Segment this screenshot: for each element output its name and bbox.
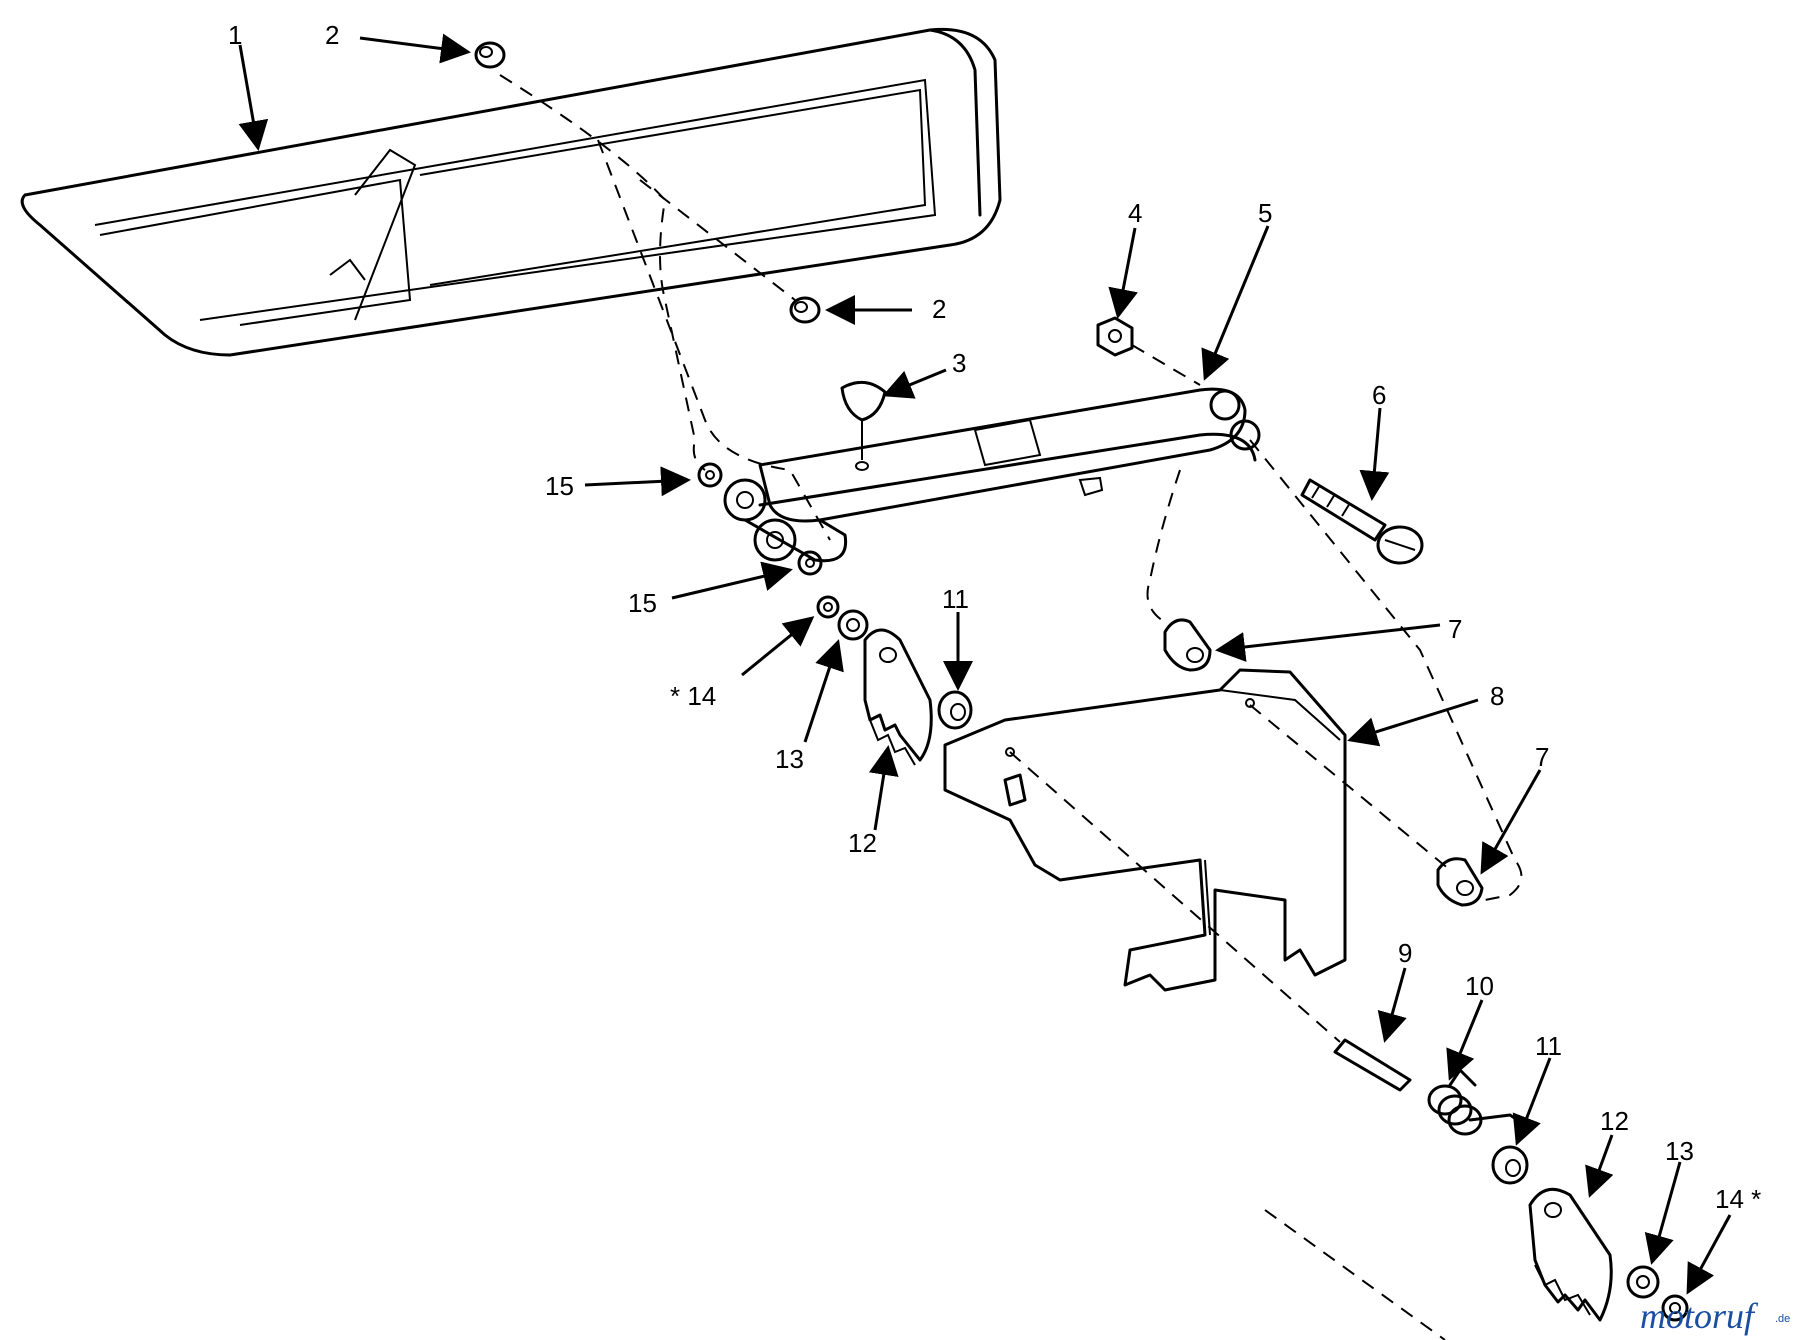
- e-ring-part-15b: [797, 550, 823, 576]
- label-part-14b: 14 *: [1715, 1184, 1761, 1214]
- label-part-14a: * 14: [670, 681, 716, 711]
- label-part-7b: 7: [1535, 742, 1549, 772]
- assembly-lines: [499, 74, 1523, 1340]
- spacer-part-7a: [1163, 618, 1212, 672]
- label-part-13b: 13: [1665, 1136, 1694, 1166]
- e-ring-part-14b: [1661, 1294, 1689, 1322]
- label-part-9: 9: [1398, 938, 1412, 968]
- washer-part-13b: [1626, 1265, 1660, 1299]
- support-arm-part-5: [723, 387, 1261, 563]
- pin-part-9: [1333, 1038, 1412, 1092]
- label-part-5: 5: [1258, 198, 1272, 228]
- spring-part-10: [1427, 1068, 1527, 1136]
- washer-part-13a: [837, 609, 869, 641]
- bushing-part-2b: [789, 296, 821, 324]
- label-part-12a: 12: [848, 828, 877, 858]
- washer-part-11a: [937, 690, 973, 730]
- label-part-15b: 15: [628, 588, 657, 618]
- knob-part-3: [840, 380, 887, 471]
- screw-part-6: [1300, 478, 1424, 565]
- washer-part-11b: [1491, 1145, 1529, 1185]
- label-part-15a: 15: [545, 471, 574, 501]
- part-number-labels: 1 2 2 3 4 5 6 7 7 8 9 10 11 11 12 12 13 …: [228, 20, 1761, 1214]
- leader-lines: [238, 33, 1732, 1295]
- label-part-6: 6: [1372, 380, 1386, 410]
- bracket-part-8: [943, 668, 1347, 992]
- label-part-11b: 11: [1535, 1031, 1562, 1061]
- label-part-3: 3: [952, 348, 966, 378]
- anti-kickback-pawl-part-12b: [1528, 1187, 1613, 1322]
- label-part-13a: 13: [775, 744, 804, 774]
- bushing-part-2a: [474, 41, 506, 69]
- spacer-part-7b: [1436, 857, 1484, 907]
- watermark-brand: motoruf: [1640, 1296, 1759, 1336]
- label-part-1: 1: [228, 20, 242, 50]
- label-part-10: 10: [1465, 971, 1494, 1001]
- label-part-4: 4: [1128, 198, 1142, 228]
- nut-part-4: [1096, 316, 1134, 357]
- watermark-suffix: .de: [1775, 1313, 1790, 1325]
- label-part-7a: 7: [1448, 614, 1462, 644]
- watermark-logo: motoruf .de: [1640, 1296, 1790, 1336]
- label-part-2b: 2: [932, 294, 946, 324]
- label-part-11a: 11: [942, 584, 969, 614]
- label-part-8: 8: [1490, 681, 1504, 711]
- label-part-12b: 12: [1600, 1106, 1629, 1136]
- blade-guard-part-1: [20, 27, 1002, 357]
- e-ring-part-15a: [697, 462, 723, 488]
- e-ring-part-14a: [816, 595, 840, 619]
- anti-kickback-pawl-part-12a: [863, 628, 933, 766]
- label-part-2a: 2: [325, 20, 339, 50]
